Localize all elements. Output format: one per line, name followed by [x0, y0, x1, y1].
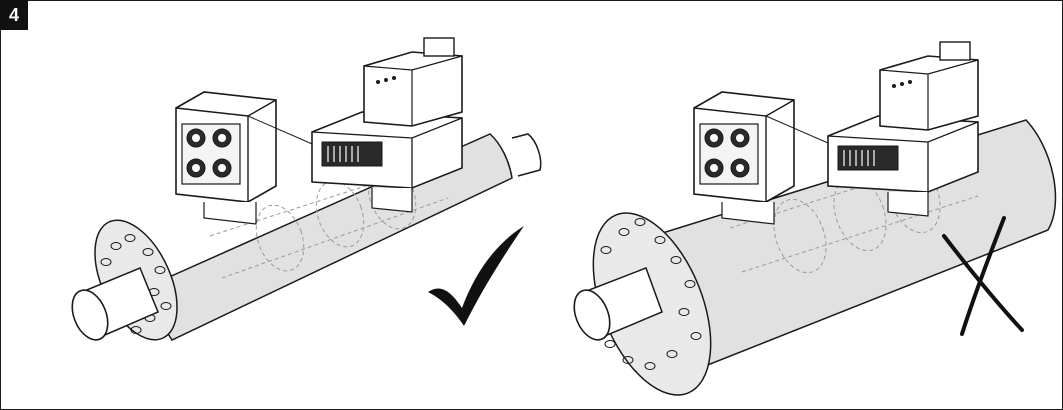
check-mark-icon: [428, 226, 524, 326]
insulation-jacket-thick: [592, 119, 1057, 396]
panel-correct: [71, 37, 542, 341]
pipe: [71, 133, 542, 341]
panel-incorrect: [573, 41, 1057, 396]
pipe: [573, 267, 663, 341]
figure-number-badge: 4: [0, 0, 28, 30]
valve-actuator-left: [175, 91, 327, 225]
cross-mark-icon: [942, 216, 1024, 336]
